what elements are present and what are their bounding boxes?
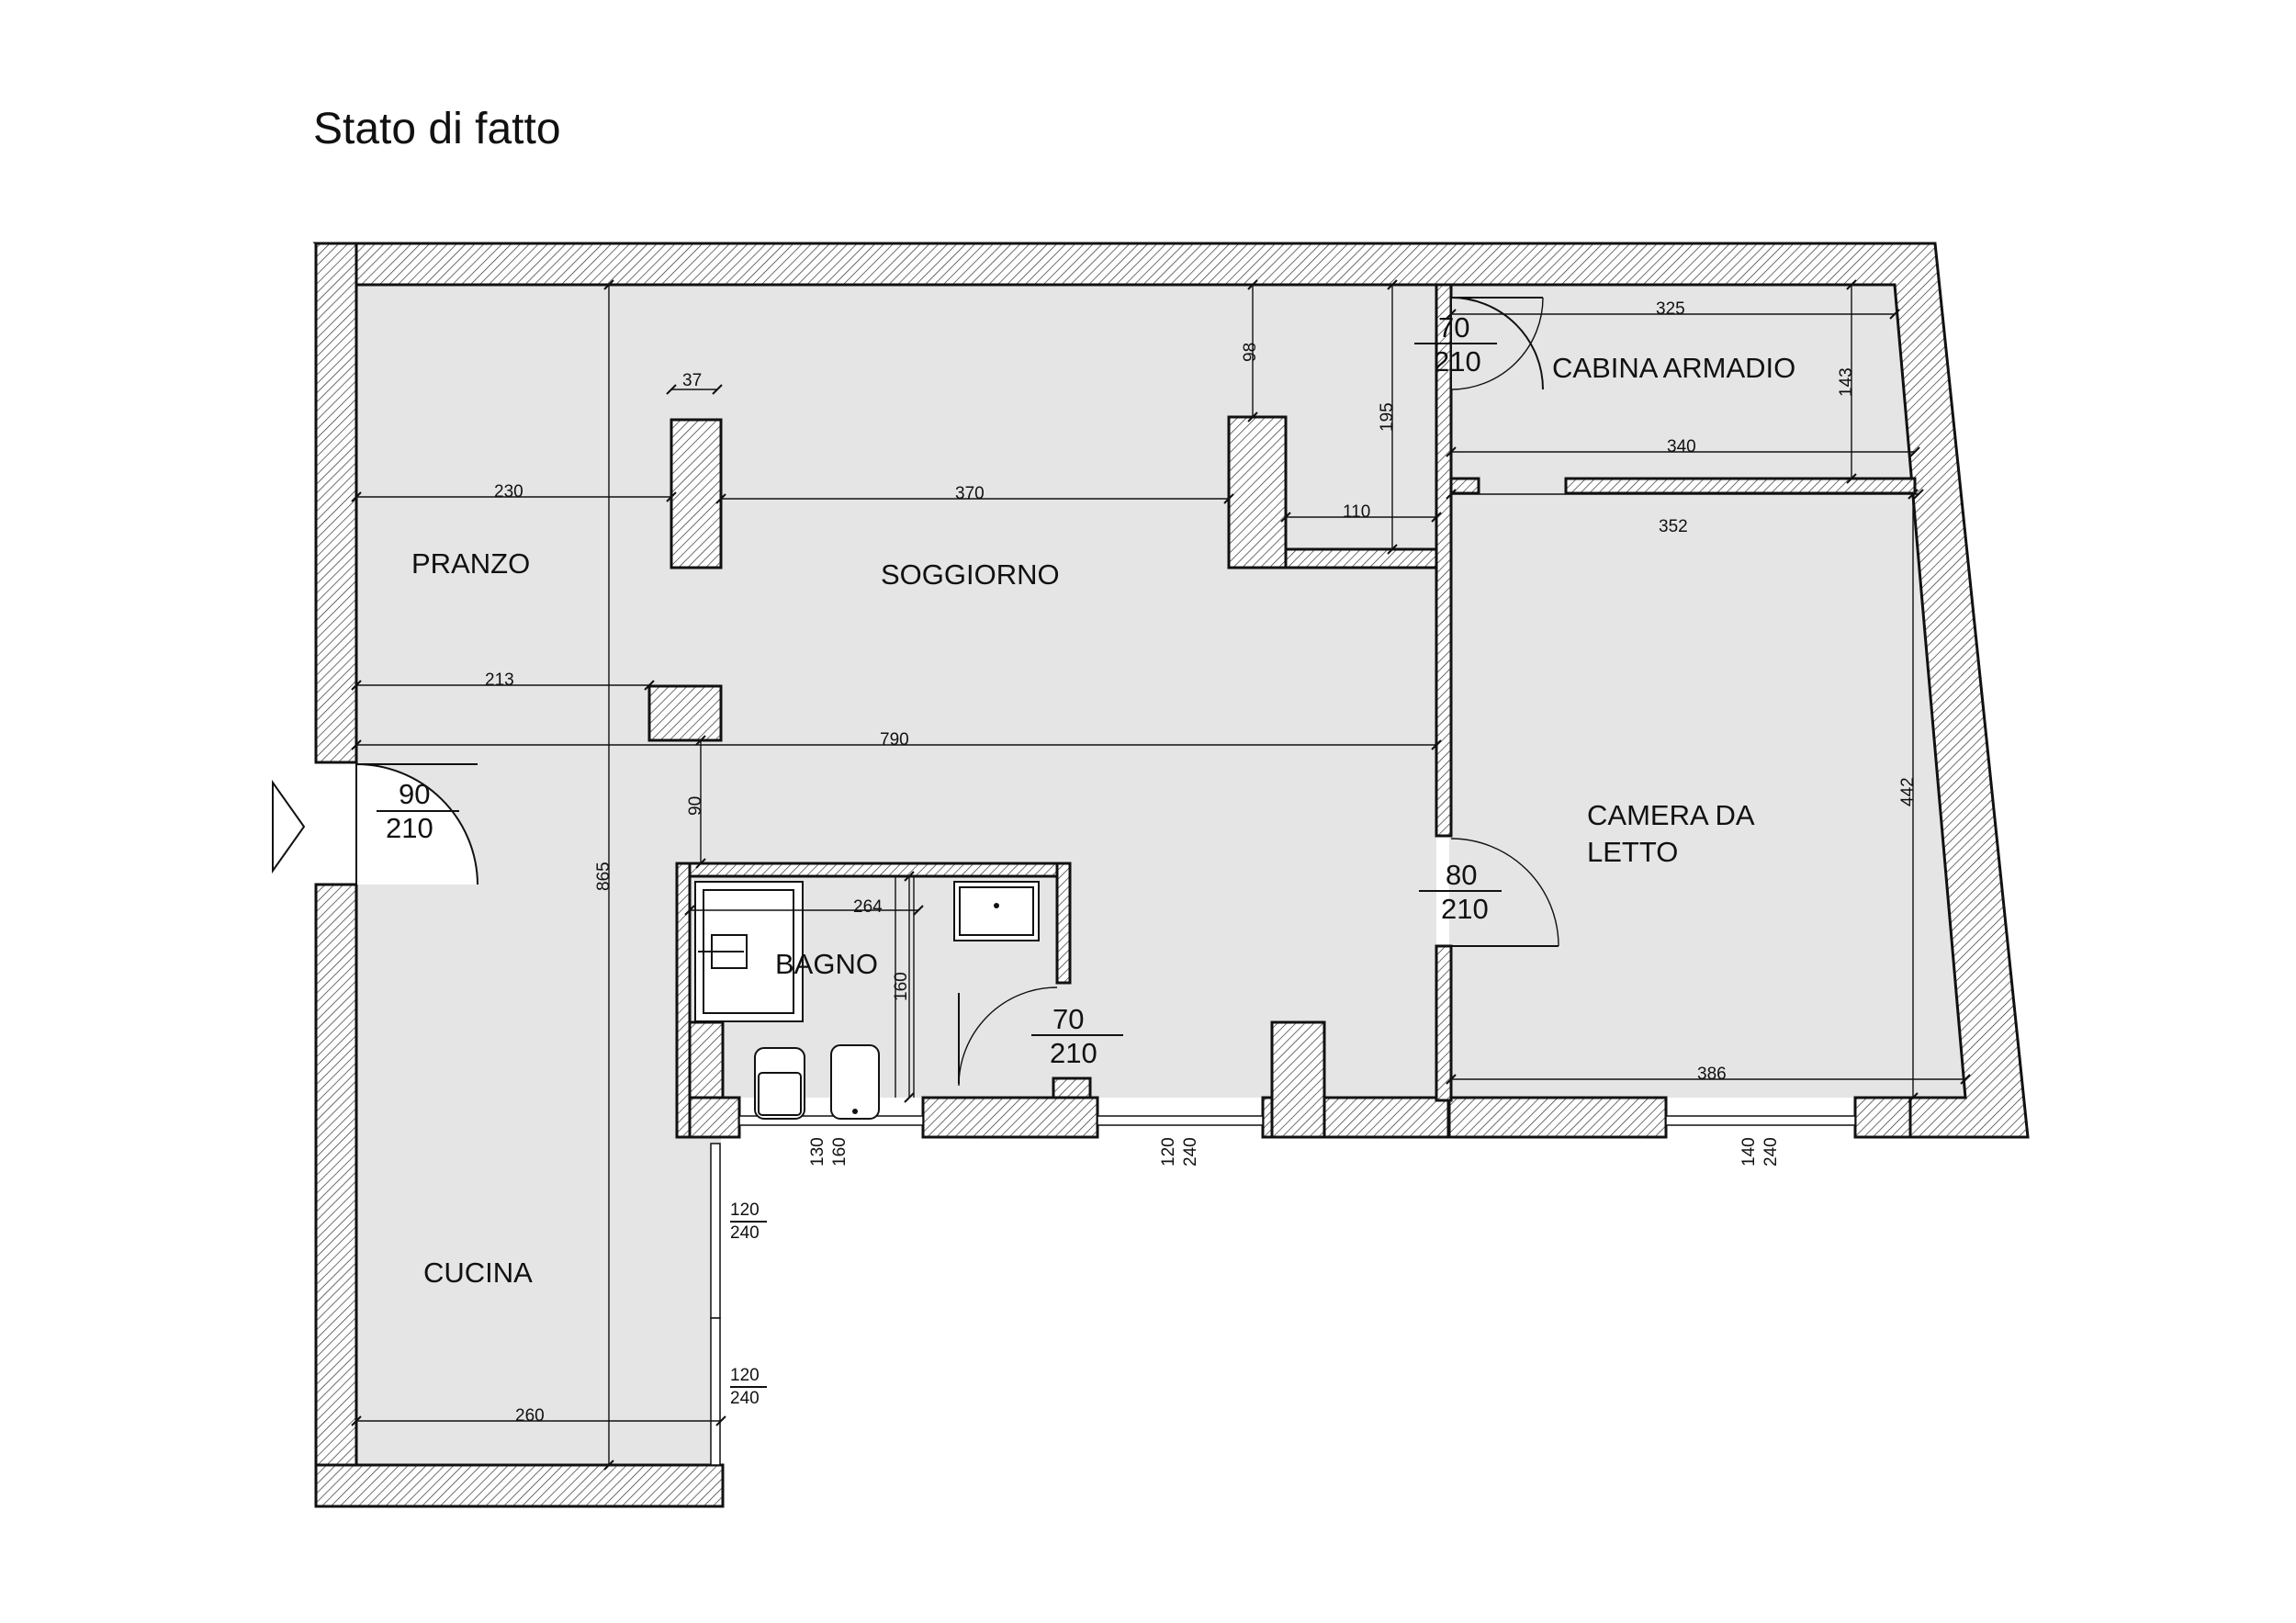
door-camera-height: 210 (1441, 893, 1489, 925)
door-bagno-height: 210 (1050, 1037, 1097, 1069)
door-entrance-width: 90 (399, 778, 430, 810)
dim-label-230: 230 (494, 482, 523, 502)
dim-label-442: 442 (1898, 777, 1918, 806)
dim-label-90: 90 (686, 796, 705, 816)
dim-label-352: 352 (1659, 517, 1688, 536)
room-label-soggiorno: SOGGIORNO (881, 558, 1060, 591)
room-label-pranzo: PRANZO (411, 547, 530, 580)
window-cucina-lower-a: 120 (730, 1366, 760, 1385)
wall-stub-soggiorno (1227, 415, 1288, 569)
dim-label-264: 264 (853, 897, 883, 917)
door-camera-width: 80 (1446, 859, 1477, 891)
dim-label-340: 340 (1667, 437, 1696, 456)
bidet (830, 1044, 880, 1120)
dim-label-143: 143 (1837, 367, 1856, 397)
wall-left-lower (314, 883, 358, 1508)
window-camera-a: 140 (1739, 1137, 1759, 1167)
window-soggiorno-b: 240 (1181, 1137, 1200, 1167)
window-bagno-b: 160 (830, 1137, 850, 1167)
room-label-camera-line2: LETTO (1587, 836, 1678, 868)
pillar-2 (647, 684, 723, 742)
room-label-camera-line1: CAMERA DA (1587, 799, 1755, 831)
wall-bottom-kitchen (314, 1463, 725, 1508)
wall-cabina-long (1564, 477, 1917, 495)
door-cabina-height: 210 (1434, 345, 1481, 378)
dim-label-260: 260 (515, 1406, 545, 1426)
interior-walls (647, 283, 1917, 1139)
wall-partition-camera (1435, 944, 1453, 1102)
bath-wall-inner (688, 1020, 725, 1099)
washbasin (953, 881, 1040, 941)
window-camera-b: 240 (1761, 1137, 1781, 1167)
exterior-walls (312, 242, 2030, 1508)
dimension-lines (351, 279, 1971, 1471)
window-bagno-a: 130 (808, 1137, 827, 1167)
bath-wall-right (1055, 862, 1072, 985)
room-label-bagno: BAGNO (775, 948, 878, 980)
bath-wall-bottom-right (1052, 1076, 1092, 1099)
window-cucina-lower-b: 240 (730, 1389, 760, 1408)
door-bagno-width: 70 (1052, 1003, 1084, 1035)
dim-label-98: 98 (1241, 343, 1260, 362)
room-labels: PRANZO SOGGIORNO CABINA ARMADIO CAMERA D… (411, 352, 1795, 1289)
dim-label-37: 37 (682, 371, 702, 390)
wall-cabina-stub (1449, 477, 1480, 495)
dimension-labels: 37 230 370 98 195 110 325 143 340 352 21… (485, 299, 1918, 1426)
dim-label-370: 370 (955, 484, 985, 503)
wall-stub-soggiorno-base (1284, 547, 1438, 569)
door-entrance-height: 210 (386, 812, 433, 844)
toilet (754, 1047, 805, 1120)
dim-label-386: 386 (1697, 1065, 1727, 1084)
dim-label-865: 865 (594, 862, 613, 891)
wall-left-upper (314, 242, 358, 764)
window-cucina-upper-a: 120 (730, 1200, 760, 1220)
wall-partition-cabina (1435, 283, 1453, 838)
dim-label-790: 790 (880, 730, 909, 750)
dim-label-325: 325 (1656, 299, 1685, 319)
wall-bottom-bath2 (921, 1096, 1099, 1139)
door-labels: 90 210 70 210 80 210 70 210 (377, 311, 1502, 1069)
window-cucina-upper-b: 240 (730, 1223, 760, 1243)
wall-bottom-right (1853, 1096, 1912, 1139)
pillar-1 (670, 418, 723, 569)
bath-wall-left (675, 862, 692, 1139)
dim-label-213: 213 (485, 671, 514, 690)
room-label-cucina: CUCINA (423, 1257, 533, 1289)
page-title: Stato di fatto (313, 105, 561, 153)
room-label-cabina-armadio: CABINA ARMADIO (1552, 352, 1795, 384)
dim-label-110: 110 (1343, 502, 1370, 522)
wall-bottom-camera (1447, 1096, 1668, 1139)
entrance-arrow (272, 779, 306, 874)
window-soggiorno-a: 120 (1159, 1137, 1178, 1167)
bath-wall-top (675, 862, 1072, 878)
windows (710, 1115, 1856, 1466)
door-cabina-width: 70 (1438, 311, 1469, 344)
dim-label-160: 160 (892, 972, 911, 1001)
pillar-3 (1270, 1020, 1326, 1139)
bathroom-fixtures (694, 876, 1040, 1120)
window-labels: 130 160 120 240 140 240 120 240 120 240 (730, 1137, 1781, 1408)
dim-label-195: 195 (1378, 402, 1397, 432)
